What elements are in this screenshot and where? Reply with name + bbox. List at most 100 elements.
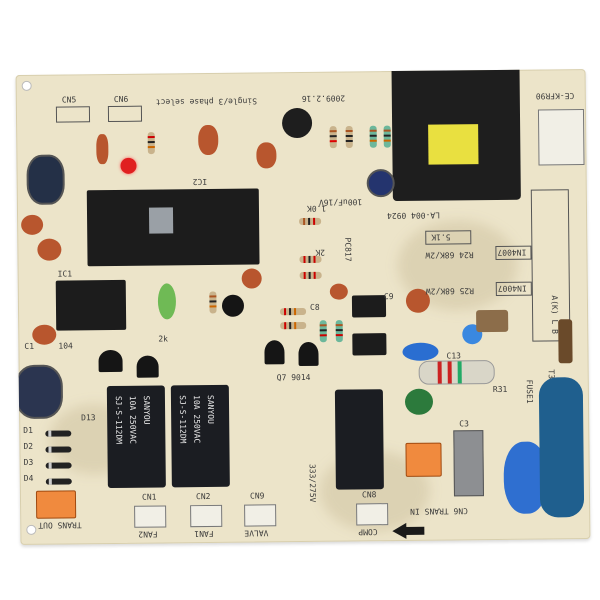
diode — [45, 446, 72, 453]
comp-connector — [356, 503, 389, 526]
trans-in-connector — [405, 442, 442, 477]
electrolytic-capacitor — [26, 154, 65, 205]
cn6-connector — [107, 105, 143, 123]
c3-label: C3 — [459, 419, 469, 429]
ceramic-capacitor — [241, 268, 262, 289]
diode — [45, 430, 72, 437]
trans-out-label: TRANS OUT — [38, 520, 82, 530]
ceramic-capacitor — [198, 124, 219, 156]
resistor — [345, 125, 353, 149]
resistor — [280, 321, 307, 330]
relay-brand: SANYOU — [141, 395, 152, 425]
x2-capacitor-large — [538, 377, 585, 518]
d-in4007-label-a: IN4007 — [497, 247, 527, 257]
fan1-connector — [190, 504, 223, 528]
x-cap-label: 333/275V — [307, 463, 318, 503]
pc817-label: PC817 — [343, 237, 353, 262]
relay-model: SJ-S-112DM — [113, 395, 124, 445]
resistor — [280, 307, 307, 316]
transformer — [391, 69, 521, 202]
ceramic-capacitor — [21, 214, 44, 235]
part-number-label: CE-KFR90 — [535, 91, 575, 101]
transformer-coil — [428, 124, 479, 165]
ic2-label: IC2 — [192, 176, 208, 187]
relay-rating: 10A 250VAC — [191, 395, 202, 444]
comp-label: COMP — [358, 527, 378, 537]
cn1-label: CN1 — [141, 492, 157, 502]
blue-ceramic-capacitor — [402, 342, 439, 361]
electrolytic-capacitor-large — [15, 364, 64, 420]
fuse-holder — [558, 319, 573, 364]
trans-out-connector — [35, 490, 77, 519]
resistor — [369, 125, 377, 148]
d4-label: D4 — [23, 473, 34, 483]
r1k-label: 1.0K — [306, 203, 327, 213]
pc817-optocoupler — [352, 333, 387, 356]
diode — [45, 462, 72, 469]
pc817-optocoupler — [351, 295, 387, 318]
cn9-label: CN9 — [249, 491, 265, 501]
fuse-label: FUSE1 — [524, 379, 535, 404]
r25-label: R25 68K/2W — [425, 286, 475, 296]
circuit-board: CN5 CN6 Single/3 phase select 2009.2.16 … — [15, 69, 591, 545]
fan2-label: FAN2 — [138, 529, 158, 539]
relay-fan: SANYOU 10A 250VAC SJ-S-112DM — [106, 385, 166, 489]
cn5-connector — [55, 106, 91, 123]
resistor — [319, 320, 327, 343]
ak-label: A(K) L B — [549, 295, 560, 334]
film-capacitor — [476, 309, 509, 333]
arrow-shaft — [404, 526, 425, 535]
d3-label: D3 — [23, 457, 34, 467]
r31-label: R31 — [492, 384, 508, 395]
diode — [45, 478, 72, 485]
phase-select-label: Single/3 phase select — [155, 96, 258, 107]
mounting-hole — [26, 524, 37, 535]
transistor — [136, 355, 159, 378]
resistor — [209, 291, 217, 314]
valve-connector — [244, 504, 277, 527]
c104-label: 104 — [58, 341, 73, 351]
d2-label: D2 — [23, 441, 34, 451]
cn2-label: CN2 — [195, 491, 211, 502]
buzzer — [281, 107, 313, 139]
transistor — [298, 341, 319, 367]
transistor-label: Q7 9014 — [276, 372, 311, 383]
resistor — [147, 132, 155, 155]
r24-label: R24 68K/2W — [425, 250, 474, 260]
relay-model: SJ-S-112DM — [177, 395, 188, 444]
power-resistor — [418, 359, 495, 385]
cn6-label: CN6 — [113, 94, 129, 104]
ceramic-capacitor — [32, 324, 57, 345]
resistor — [329, 126, 337, 149]
transistor — [264, 340, 285, 365]
valve-label: VALVE — [244, 528, 269, 538]
r2k-label-b: 2k — [158, 334, 169, 344]
relay-rating: 10A 250VAC — [127, 395, 138, 445]
ceramic-capacitor — [96, 134, 109, 165]
top-right-connector — [537, 109, 585, 166]
r2k-label: 2K — [315, 247, 326, 257]
c13-label: C13 — [446, 351, 462, 361]
c9-label: C9 — [383, 292, 394, 302]
transistor — [221, 294, 245, 317]
ceramic-capacitor — [37, 238, 62, 261]
resistor — [299, 271, 322, 280]
resistor — [299, 255, 322, 264]
resistor — [383, 125, 391, 148]
ceramic-capacitor — [329, 283, 348, 300]
ic-label-sticker — [148, 207, 174, 234]
relay-brand: SANYOU — [205, 394, 216, 424]
mounting-hole — [21, 80, 32, 91]
relay-compressor — [334, 389, 384, 490]
ic1-regulator — [55, 279, 127, 331]
ic1-label: IC1 — [57, 269, 73, 279]
relay-valve: SANYOU 10A 250VAC SJ-S-112DM — [170, 384, 230, 488]
green-capacitor — [157, 283, 177, 320]
fan2-connector — [134, 505, 167, 528]
r51k-label: 5.1K — [431, 232, 451, 242]
d1-label: D1 — [23, 425, 33, 435]
fan1-label: FAN1 — [194, 528, 214, 539]
resistor — [335, 320, 343, 343]
green-capacitor — [404, 388, 434, 415]
